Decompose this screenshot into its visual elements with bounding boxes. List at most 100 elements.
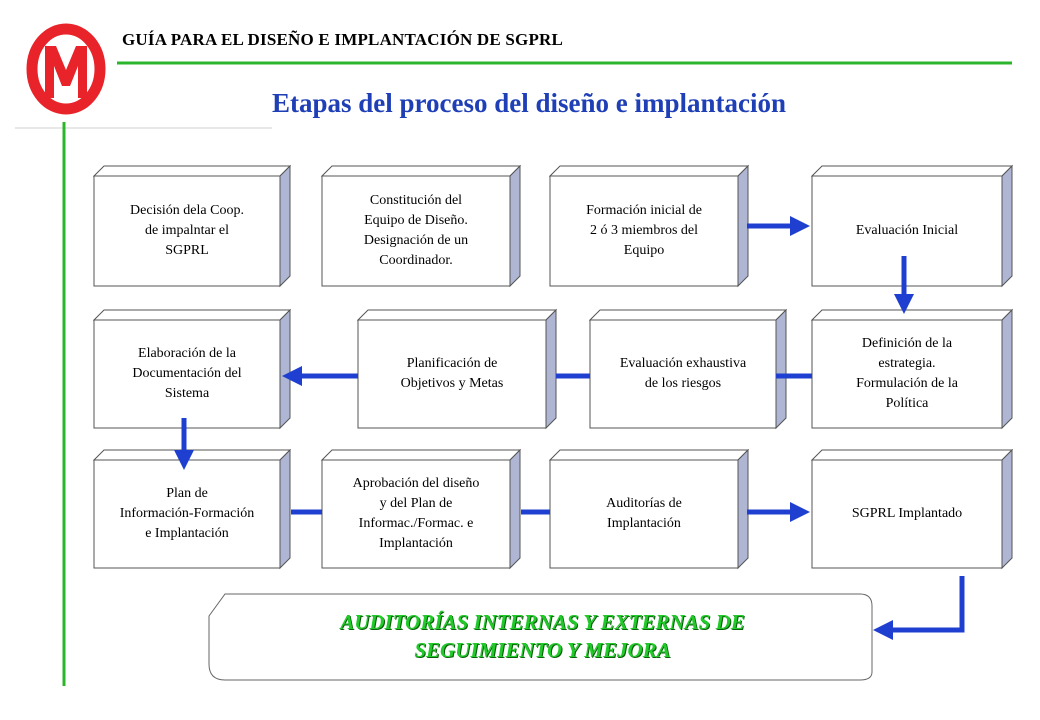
step-box-definicion [810, 308, 1014, 430]
final-box [208, 593, 873, 681]
step-box-side [1001, 164, 1013, 288]
step-label-line: Constitución del [369, 193, 463, 208]
step-label-plan-informacion: Plan de Información-Formación e Implantaci… [96, 460, 278, 568]
step-label-line: Designación de un [363, 233, 469, 248]
step-label-line: Plan de [166, 486, 208, 501]
step-box-top [320, 165, 522, 177]
step-label-line: Equipo de Diseño. [364, 213, 468, 228]
step-box-side [775, 308, 787, 430]
step-label-line: de los riesgos [644, 376, 722, 391]
step-box-evaluacion-inicial [810, 164, 1014, 288]
step-label-aprobacion: Aprobación del diseño y del Plan de Inform… [324, 460, 508, 568]
step-box-front [321, 459, 511, 569]
step-label-line: Implantación [379, 536, 453, 551]
step-box-top [92, 449, 292, 461]
step-box-top [356, 309, 558, 321]
step-box-evaluacion-riesgos [588, 308, 788, 430]
arrow-sgprl-to-final [873, 576, 965, 640]
step-label-sgprl-implantado: SGPRL Implantado [814, 460, 1000, 568]
step-box-front [811, 459, 1003, 569]
step-label-evaluacion-riesgos: Evaluación exhaustiva de los riesgos [592, 320, 774, 428]
step-label-line: SGPRL [165, 243, 209, 258]
step-label-decision: Decisión dela Coop. de impalntar el SGPRL [96, 176, 278, 286]
step-box-top [548, 449, 750, 461]
step-label-line: y del Plan de [379, 496, 453, 511]
final-box-text: AUDITORÍAS INTERNAS Y EXTERNAS DE SEGUIM… [215, 608, 870, 664]
step-label-line: e Implantación [145, 526, 229, 541]
step-label-line: SGPRL Implantado [851, 506, 963, 521]
step-label-evaluacion-inicial: Evaluación Inicial [814, 176, 1000, 286]
step-box-sgprl-implantado [810, 448, 1014, 570]
step-box-side [1001, 308, 1013, 430]
step-label-line: Coordinador. [379, 253, 453, 268]
step-label-line: Información-Formación [119, 506, 255, 521]
step-label-line: Formulación de la [856, 376, 958, 391]
step-label-line: estrategia. [878, 356, 936, 371]
step-label-line: Informac./Formac. e [358, 516, 474, 531]
step-box-top [92, 309, 292, 321]
step-box-top [810, 165, 1014, 177]
step-label-line: Documentación del [132, 366, 242, 381]
step-label-planificacion: Planificación de Objetivos y Metas [360, 320, 544, 428]
step-box-front [93, 319, 281, 429]
step-label-line: Planificación de [406, 356, 498, 371]
final-line-1: AUDITORÍAS INTERNAS Y EXTERNAS DE [340, 610, 745, 634]
step-box-front [549, 459, 739, 569]
step-box-side [279, 448, 291, 570]
step-box-auditorias-implantacion [548, 448, 750, 570]
step-box-aprobacion [320, 448, 522, 570]
step-label-line: 2 ó 3 miembros del [589, 223, 699, 238]
step-label-line: Auditorías de [606, 496, 682, 511]
step-box-side [737, 448, 749, 570]
step-box-formacion [548, 164, 750, 288]
company-logo [26, 23, 106, 115]
step-box-top [92, 165, 292, 177]
step-box-side [545, 308, 557, 430]
step-label-line: de impalntar el [145, 223, 229, 238]
step-box-planificacion [356, 308, 558, 430]
step-label-line: Formación inicial de [586, 203, 702, 218]
step-label-line: Evaluación Inicial [855, 223, 959, 238]
step-box-top [810, 449, 1014, 461]
step-label-line: Objetivos y Metas [400, 376, 504, 391]
step-box-front [93, 175, 281, 287]
step-box-top [810, 309, 1014, 321]
step-box-constitucion [320, 164, 522, 288]
step-label-line: Aprobación del diseño [352, 476, 480, 491]
step-box-top [548, 165, 750, 177]
step-box-top [320, 449, 522, 461]
step-label-line: Evaluación exhaustiva [619, 356, 747, 371]
step-box-side [737, 164, 749, 288]
step-box-plan-informacion [92, 448, 292, 570]
step-box-top [588, 309, 788, 321]
step-box-side [509, 448, 521, 570]
step-box-side [279, 164, 291, 288]
step-box-decision [92, 164, 292, 288]
step-box-side [1001, 448, 1013, 570]
page-title: Etapas del proceso del diseño e implanta… [272, 88, 787, 118]
flow-arrows [174, 216, 965, 640]
step-box-side [509, 164, 521, 288]
step-box-front [811, 175, 1003, 287]
header-title: GUÍA PARA EL DISEÑO E IMPLANTACIÓN DE SG… [122, 30, 564, 49]
step-label-definicion: Definición de la estrategia. Formulación d… [814, 320, 1000, 428]
step-label-line: Definición de la [861, 336, 953, 351]
step-label-line: Decisión dela Coop. [130, 203, 244, 218]
step-boxes [92, 164, 1014, 570]
step-label-line: Implantación [607, 516, 681, 531]
step-box-front [589, 319, 777, 429]
step-label-line: Elaboración de la [138, 346, 236, 361]
step-label-auditorias-implantacion: Auditorías de Implantación [552, 460, 736, 568]
step-box-side [279, 308, 291, 430]
step-box-front [357, 319, 547, 429]
step-box-front [93, 459, 281, 569]
step-box-front [321, 175, 511, 287]
final-line-2: SEGUIMIENTO Y MEJORA [414, 638, 671, 662]
step-label-line: Equipo [623, 243, 665, 258]
step-box-front [811, 319, 1003, 429]
step-label-line: Política [885, 396, 929, 411]
